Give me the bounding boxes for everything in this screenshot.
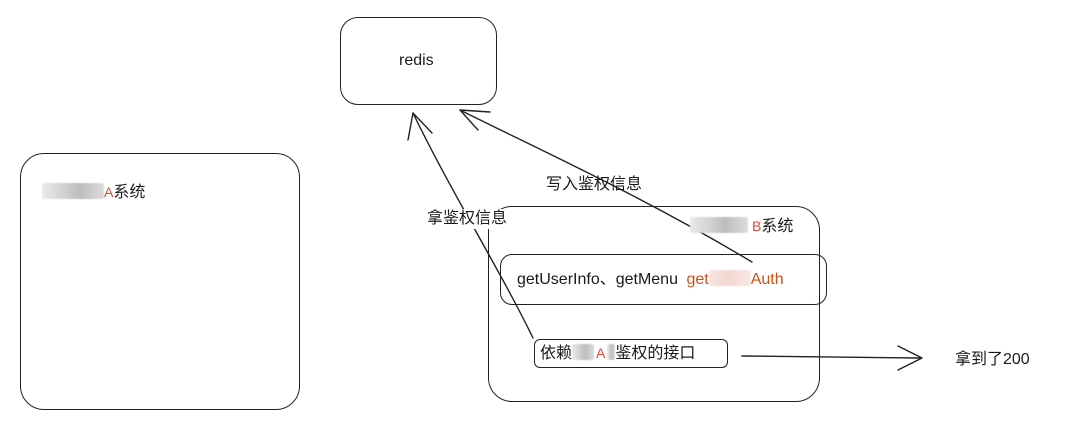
redacted-text bbox=[607, 344, 616, 360]
api-group-prefix: getUserInfo、getMenu bbox=[517, 271, 678, 288]
write-auth-arrow bbox=[459, 109, 753, 263]
system-a-label: A系统 bbox=[42, 182, 145, 203]
write-auth-arrowhead bbox=[459, 109, 491, 131]
redis-node bbox=[340, 17, 497, 105]
redacted-text bbox=[690, 217, 748, 233]
system-a-node bbox=[20, 153, 300, 410]
redis-label: redis bbox=[399, 52, 434, 69]
get-auth-label: 拿鉴权信息 bbox=[427, 209, 508, 229]
dependent-api-prefix: 依赖 bbox=[540, 345, 573, 362]
system-b-suffix: 系统 bbox=[761, 218, 794, 235]
api-group-label: getUserInfo、getMenu get Auth bbox=[517, 270, 784, 290]
system-b-letter: B bbox=[752, 218, 762, 234]
dependent-api-label: 依赖 A 鉴权的接口 bbox=[540, 343, 695, 364]
dependent-api-suffix: 鉴权的接口 bbox=[615, 345, 696, 362]
api-group-node bbox=[500, 254, 827, 305]
auth-api-end: Auth bbox=[750, 271, 784, 288]
redacted-text bbox=[708, 270, 751, 286]
dependent-api-node bbox=[534, 339, 728, 368]
write-auth-label: 写入鉴权信息 bbox=[546, 176, 643, 193]
auth-api-start: get bbox=[686, 271, 709, 288]
get-auth-arrowhead bbox=[407, 112, 433, 141]
result-arrowhead bbox=[897, 345, 923, 371]
system-b-label: B系统 bbox=[690, 216, 793, 237]
system-a-suffix: 系统 bbox=[113, 184, 146, 201]
result-arrow bbox=[741, 355, 921, 359]
dependent-api-letter: A bbox=[596, 345, 606, 361]
redacted-text bbox=[572, 344, 595, 360]
system-a-letter: A bbox=[104, 184, 114, 200]
redacted-text bbox=[42, 183, 104, 199]
result-label: 拿到了200 bbox=[955, 351, 1030, 368]
